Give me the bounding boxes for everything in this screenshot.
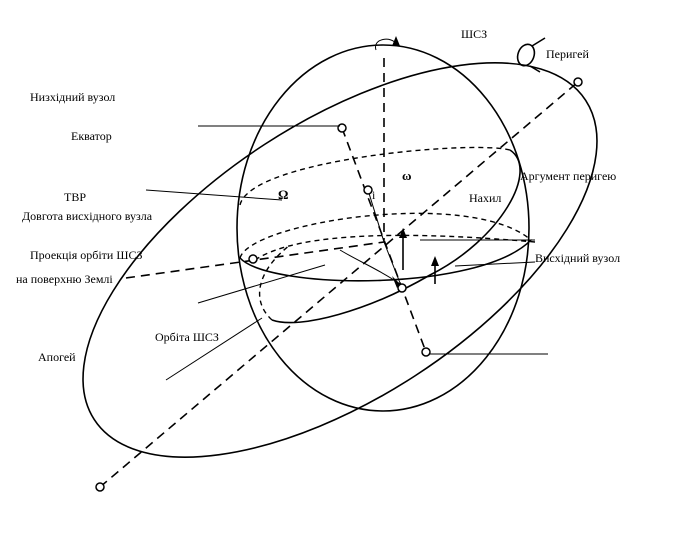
label-ascending-node: Висхідний вузол	[535, 251, 620, 265]
label-descending-node: Низхідний вузол	[30, 90, 115, 104]
ascending-node-point	[397, 283, 407, 293]
radius-to-node	[383, 241, 403, 289]
nodes-line	[341, 127, 427, 353]
label-i: i	[372, 188, 376, 202]
vernal-line	[125, 241, 385, 279]
leader-orbit	[165, 317, 263, 381]
label-tvr: ТВР	[64, 190, 86, 204]
label-sat: ШСЗ	[461, 27, 487, 41]
satellite-icon	[516, 37, 546, 73]
label-equator: Екватор	[71, 129, 112, 143]
label-omega-big: Ω	[278, 187, 288, 202]
ground-track	[254, 234, 536, 261]
angle-arc	[339, 249, 401, 285]
inclination-arrowhead-2	[431, 256, 439, 266]
leader-projection	[197, 264, 326, 304]
label-orbit: Орбіта ШСЗ	[155, 330, 219, 344]
label-projection-2: на поверхню Землі	[16, 272, 113, 286]
apogee-node	[95, 482, 105, 492]
rotation-arrowhead	[392, 36, 400, 46]
label-omega-small: ω	[402, 168, 412, 183]
label-longitude-node: Довгота висхідного вузла	[22, 209, 153, 223]
orbit-plane-back2	[258, 244, 291, 321]
label-perigee: Перигей	[546, 47, 590, 61]
label-inclination: Нахил	[469, 191, 501, 205]
perigee-node	[573, 77, 583, 87]
bottom-node-point	[421, 347, 431, 357]
radius-to-tvr	[367, 189, 385, 243]
orbit-plane-back	[239, 146, 511, 206]
inclination-arrowhead-1	[399, 228, 407, 238]
leader-tvr	[145, 189, 283, 201]
tvr-point	[363, 185, 373, 195]
orbit-plane-front	[271, 149, 521, 324]
apsides-line	[99, 81, 579, 488]
angle-arrowhead	[392, 276, 400, 288]
equator-front	[239, 239, 532, 282]
equator-back	[239, 212, 532, 259]
equator-left-point	[248, 254, 258, 264]
satellite-orbit	[82, 62, 598, 458]
label-projection-1: Проекція орбіти ШСЗ	[30, 248, 142, 262]
earth-sphere	[236, 44, 530, 412]
descending-node-point	[337, 123, 347, 133]
label-argument-perigee: Аргумент перигею	[520, 169, 616, 183]
leader-ascending	[454, 261, 536, 267]
label-apogee: Апогей	[38, 350, 76, 364]
